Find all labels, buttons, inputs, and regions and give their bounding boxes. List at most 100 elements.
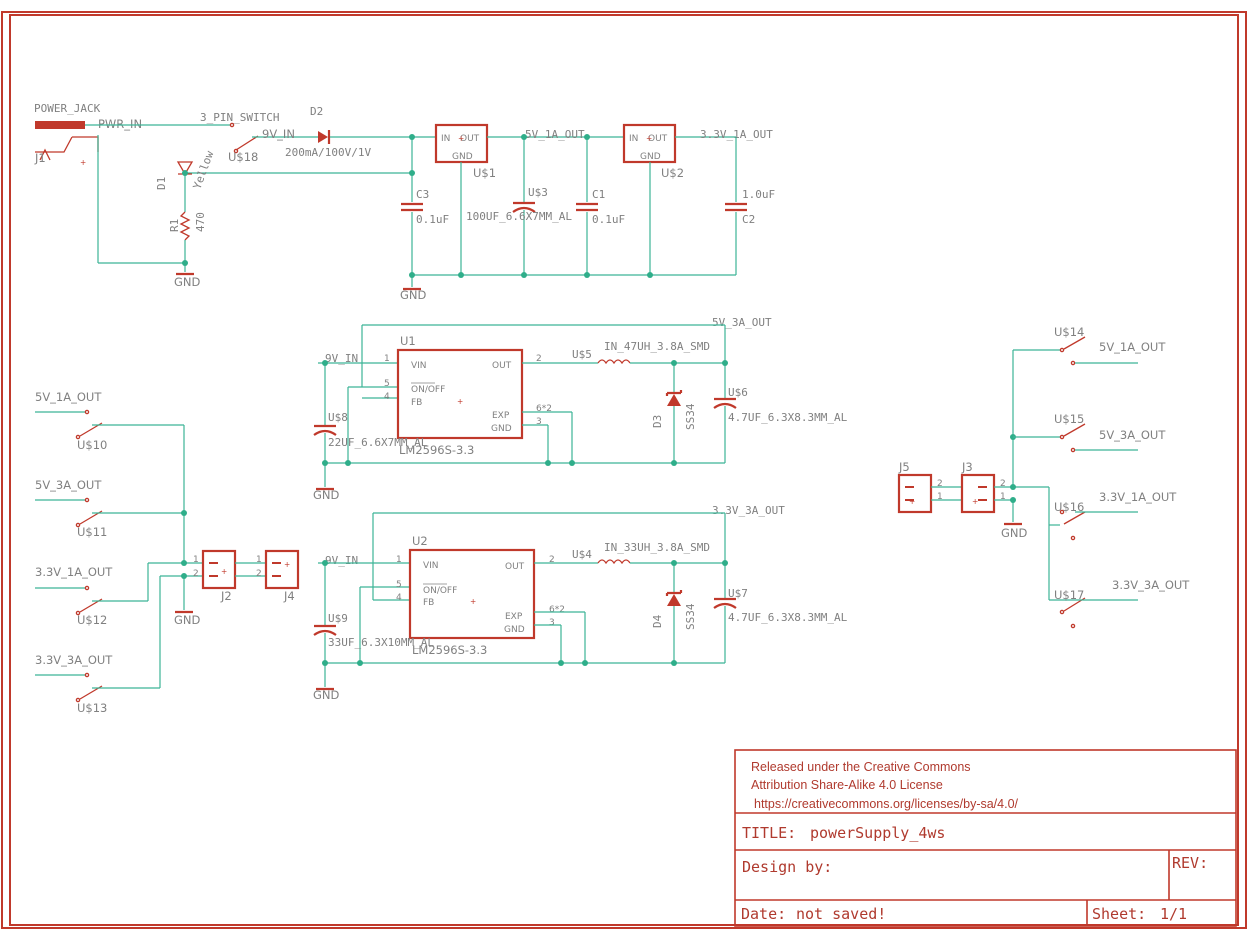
design-by-label: Design by: [742, 858, 832, 876]
c3-value: 0.1uF [416, 213, 449, 226]
left-net-33v-3a: 3.3V_3A_OUT [35, 653, 113, 667]
net-5v-3a-u1: 5V_3A_OUT [712, 316, 772, 329]
j3-label: J3 [961, 460, 973, 474]
title-block: Released under the Creative Commons Attr… [734, 749, 1237, 927]
svg-text:+: + [972, 497, 978, 506]
sheet-inner-frame [9, 14, 1239, 926]
power-jack-symbol [35, 121, 85, 129]
c2-value: 1.0uF [742, 188, 775, 201]
us9-value: 33UF_6.3X10MM_AL [328, 636, 434, 649]
pwr-in-net: PWR_IN [98, 117, 142, 131]
svg-text:6*2: 6*2 [536, 404, 552, 414]
c1-label: C1 [592, 188, 605, 201]
us3-value: 100UF_6.6X7MM_AL [466, 210, 572, 223]
right-output-switches: + J5 2 1 + J3 2 1 GND U$14 5V_1A_OUT [897, 325, 1190, 629]
us7-value: 4.7UF_6.3X8.3MM_AL [728, 611, 848, 624]
title-label: TITLE: [742, 824, 796, 842]
c2-label: C2 [742, 213, 755, 226]
svg-text:+: + [284, 560, 290, 569]
gnd-label-j3: GND [1001, 526, 1028, 540]
us9-label: U$9 [328, 612, 348, 625]
d4-part: SS34 [684, 603, 697, 630]
svg-text:1: 1 [256, 555, 262, 565]
gnd-label-j2: GND [174, 613, 201, 627]
left-output-switches: 5V_1A_OUT U$10 5V_3A_OUT U$11 3.3V_1A_OU… [35, 390, 300, 715]
us13-label: U$13 [77, 701, 107, 715]
svg-text:2: 2 [536, 354, 542, 364]
us5-label: U$5 [572, 348, 592, 361]
input-section: POWER_JACK + J1 PWR_IN 3_PIN_SWITCH U$18… [34, 102, 775, 302]
u2-label: U2 [412, 534, 428, 548]
svg-text:VIN: VIN [411, 361, 427, 371]
svg-text:3: 3 [536, 417, 542, 427]
us14-label: U$14 [1054, 325, 1084, 339]
sheet-outer-frame [1, 11, 1247, 929]
led-color-label: Yellow [191, 149, 217, 191]
svg-text:5: 5 [396, 580, 402, 590]
us15-label: U$15 [1054, 412, 1084, 426]
license-line-2: Attribution Share-Alike 4.0 License [751, 778, 943, 792]
r1-label: R1 [168, 219, 181, 232]
gnd-label-top-left: GND [174, 275, 201, 289]
us5-value: IN_47UH_3.8A_SMD [604, 340, 710, 353]
svg-text:OUT: OUT [492, 361, 512, 371]
svg-text:GND: GND [452, 152, 473, 162]
svg-text:ON/OFF: ON/OFF [423, 586, 457, 596]
pin-switch-label: 3_PIN_SWITCH [200, 111, 279, 124]
buck-33v-section: 3.3V_3A_OUT 9V_IN U2 1 5 4 2 6*2 3 VIN O… [313, 504, 848, 702]
svg-text:1: 1 [937, 492, 943, 502]
svg-text:2: 2 [256, 569, 262, 579]
right-net-33v-3a: 3.3V_3A_OUT [1112, 578, 1190, 592]
left-net-5v-3a: 5V_3A_OUT [35, 478, 102, 492]
us8-label: U$8 [328, 411, 348, 424]
us2-label: U$2 [661, 166, 684, 180]
net-33v-1a-top: 3.3V_1A_OUT [700, 128, 773, 141]
svg-text:4: 4 [396, 593, 402, 603]
svg-text:ON/OFF: ON/OFF [411, 385, 445, 395]
net-9v-in-top: 9V_IN [262, 127, 295, 141]
svg-text:OUT: OUT [460, 134, 480, 144]
svg-text:2: 2 [937, 479, 943, 489]
us18-label: U$18 [228, 150, 258, 164]
u2-part: LM2596S-3.3 [412, 643, 487, 657]
svg-text:4: 4 [384, 392, 390, 402]
svg-text:3: 3 [549, 618, 555, 628]
us4-label: U$4 [572, 548, 592, 561]
d3-part: SS34 [684, 403, 697, 430]
svg-text:2: 2 [193, 569, 199, 579]
svg-text:GND: GND [504, 625, 525, 635]
us6-label: U$6 [728, 386, 748, 399]
svg-text:+: + [646, 134, 652, 143]
net-9v-in-u1: 9V_IN [325, 352, 358, 365]
us1-label: U$1 [473, 166, 496, 180]
c1-value: 0.1uF [592, 213, 625, 226]
net-9v-in-u2: 9V_IN [325, 554, 358, 567]
svg-text:VIN: VIN [423, 561, 439, 571]
svg-text:IN: IN [629, 134, 638, 144]
d1-label: D1 [155, 177, 168, 190]
svg-text:EXP: EXP [505, 612, 523, 622]
us16-label: U$16 [1054, 500, 1084, 514]
svg-text:GND: GND [640, 152, 661, 162]
rev-label: REV: [1172, 854, 1208, 872]
d2-value: 200mA/100V/1V [285, 146, 371, 159]
net-33v-3a-u2: 3.3V_3A_OUT [712, 504, 785, 517]
u1-label: U1 [400, 334, 416, 348]
svg-text:1: 1 [396, 555, 402, 565]
c3-label: C3 [416, 188, 429, 201]
svg-text:+: + [457, 397, 463, 406]
svg-text:1: 1 [193, 555, 199, 565]
license-line-3: https://creativecommons.org/licenses/by-… [754, 797, 1019, 811]
d3-label: D3 [651, 415, 664, 428]
gnd-label-reg: GND [400, 288, 427, 302]
svg-text:+: + [458, 134, 464, 143]
svg-text:OUT: OUT [648, 134, 668, 144]
right-net-5v-3a: 5V_3A_OUT [1099, 428, 1166, 442]
left-net-33v-1a: 3.3V_1A_OUT [35, 565, 113, 579]
svg-text:+: + [221, 567, 227, 576]
us7-label: U$7 [728, 587, 748, 600]
j4-label: J4 [283, 589, 295, 603]
us10-label: U$10 [77, 438, 107, 452]
svg-text:FB: FB [423, 598, 434, 608]
